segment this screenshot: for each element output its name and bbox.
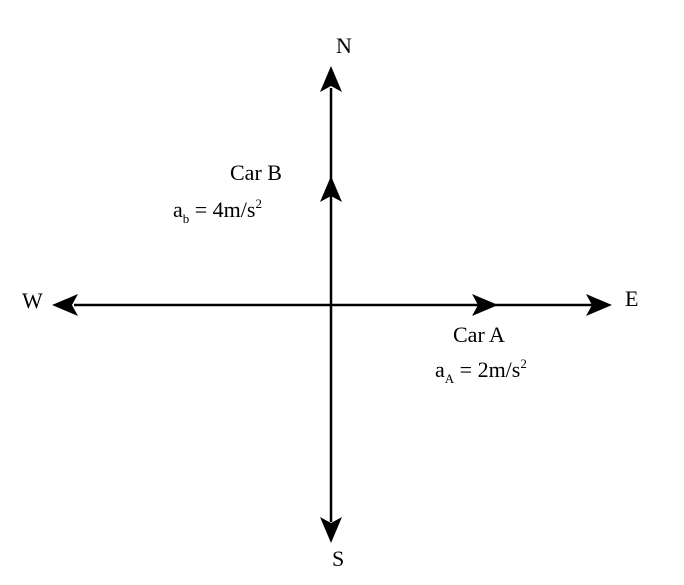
- car-b-accel-subscript: b: [182, 211, 190, 226]
- car-a-accel-value: = 2m/s: [454, 357, 521, 382]
- east-label: E: [625, 286, 639, 311]
- car-b-arrowhead: [320, 176, 342, 202]
- car-a-accel-symbol: a: [435, 357, 445, 382]
- car-b-accel-symbol: a: [173, 197, 183, 222]
- car-a-acceleration: aA = 2m/s2: [435, 356, 527, 385]
- south-label: S: [332, 546, 345, 571]
- car-a-accel-exponent: 2: [520, 356, 527, 371]
- car-b-accel-value: = 4m/s: [189, 197, 256, 222]
- car-b-accel-exponent: 2: [255, 196, 262, 211]
- car-b-acceleration: ab = 4m/s2: [173, 196, 262, 225]
- north-arrowhead: [320, 66, 342, 92]
- car-a-label: Car A: [453, 322, 505, 347]
- east-arrowhead: [586, 294, 612, 316]
- west-label: W: [22, 288, 43, 313]
- south-arrowhead: [320, 517, 342, 543]
- car-b-label: Car B: [230, 160, 282, 185]
- car-a-accel-subscript: A: [444, 371, 455, 386]
- west-arrowhead: [52, 294, 78, 316]
- north-label: N: [336, 33, 352, 58]
- car-a-arrowhead: [472, 294, 498, 316]
